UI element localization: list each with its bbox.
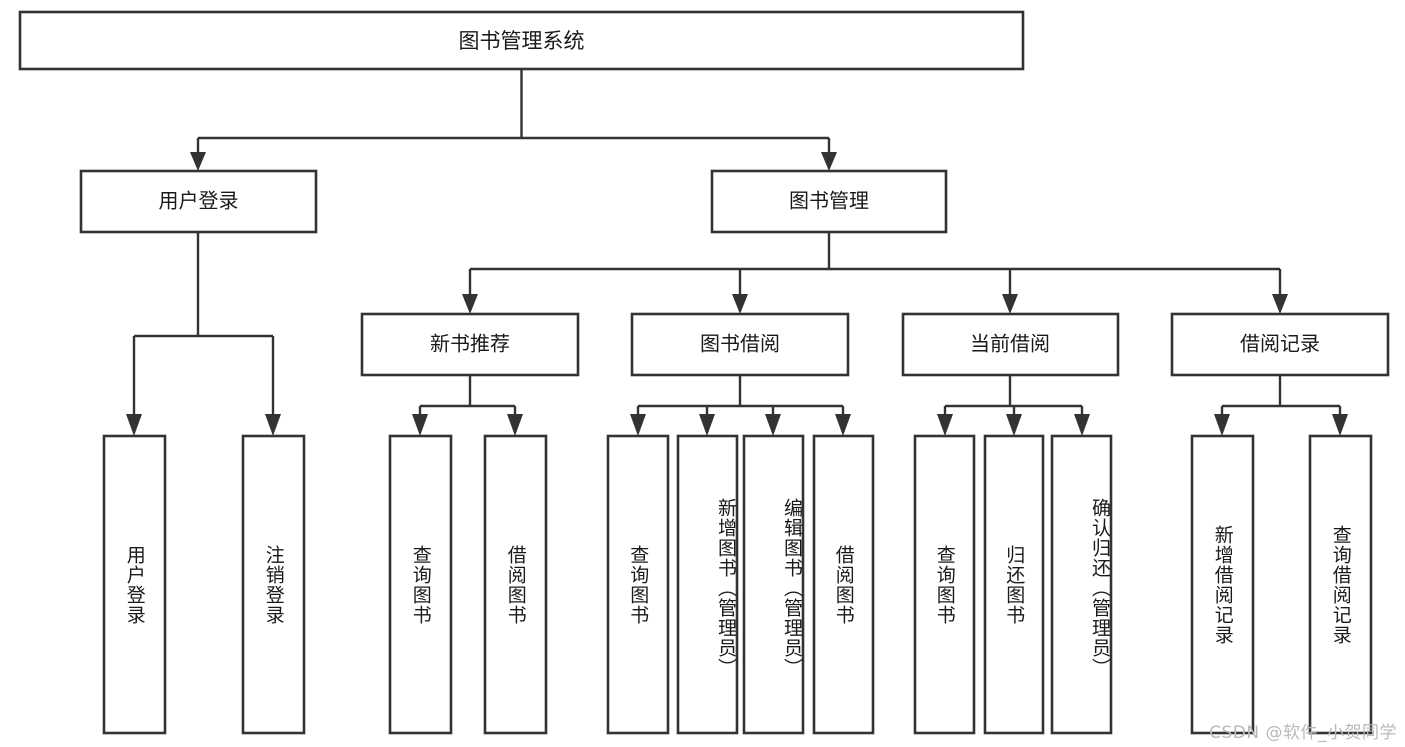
node-new-book-rec-label: 新书推荐 — [430, 332, 510, 356]
node-leaf-query-book-3-rect[interactable] — [913, 434, 976, 735]
node-book-borrow-rect[interactable] — [630, 312, 850, 377]
arrow-leaf-query-book-2 — [630, 414, 646, 436]
node-user-login-label: 用户登录 — [159, 189, 239, 213]
arrow-leaf-query-book-1 — [412, 414, 428, 436]
node-book-manage-rect[interactable] — [710, 169, 948, 234]
node-new-book-rec[interactable]: 新书推荐 — [360, 312, 580, 377]
connector-layer-main — [0, 60, 1405, 436]
arrow-leaf-edit-book — [765, 414, 781, 436]
node-leaf-borrow-book-2-rect[interactable] — [812, 434, 875, 735]
node-new-book-rec-rect[interactable] — [360, 312, 580, 377]
arrow-leaf-confirm-return — [1074, 414, 1090, 436]
node-user-login[interactable]: 用户登录 — [79, 169, 318, 234]
node-leaf-query-book-1-rect[interactable] — [388, 434, 453, 735]
node-leaf-confirm-return-rect[interactable] — [1050, 434, 1113, 735]
node-leaf-user-login-rect[interactable] — [102, 434, 167, 735]
node-leaf-query-book-2-rect[interactable] — [606, 434, 670, 735]
node-leaf-edit-book-rect[interactable] — [742, 434, 805, 735]
node-current-borrow-rect[interactable] — [901, 312, 1120, 377]
arrow-current-borrow — [1002, 294, 1018, 314]
arrow-leaf-add-record — [1214, 414, 1230, 436]
node-borrow-record-label: 借阅记录 — [1240, 332, 1320, 356]
node-book-borrow[interactable]: 图书借阅 — [630, 312, 850, 377]
node-current-borrow-label: 当前借阅 — [970, 332, 1050, 356]
node-current-borrow[interactable]: 当前借阅 — [901, 312, 1120, 377]
node-book-borrow-label: 图书借阅 — [700, 332, 780, 356]
node-borrow-record-rect[interactable] — [1170, 312, 1390, 377]
node-root-label: 图书管理系统 — [459, 29, 585, 53]
node-borrow-record[interactable]: 借阅记录 — [1170, 312, 1390, 377]
arrow-leaf-user-logout — [265, 414, 281, 436]
arrow-leaf-borrow-book-2 — [835, 414, 851, 436]
node-root[interactable]: 图书管理系统 — [18, 10, 1025, 71]
node-leaf-user-logout-rect[interactable] — [241, 434, 306, 735]
csdn-watermark: CSDN @软件_小贺同学 — [1209, 723, 1397, 743]
arrow-leaf-query-book-3 — [937, 414, 953, 436]
arrow-leaf-add-book — [699, 414, 715, 436]
node-root-rect[interactable] — [18, 10, 1025, 71]
arrow-book-borrow — [732, 294, 748, 314]
leaf-rect-layer — [102, 434, 1373, 735]
arrow-borrow-record — [1272, 294, 1288, 314]
node-leaf-borrow-book-1-rect[interactable] — [483, 434, 548, 735]
node-leaf-return-book-rect[interactable] — [983, 434, 1045, 735]
node-user-login-rect[interactable] — [79, 169, 318, 234]
arrow-new-book-rec — [462, 294, 478, 314]
node-leaf-add-record-rect[interactable] — [1190, 434, 1255, 735]
node-leaf-query-record-rect[interactable] — [1308, 434, 1373, 735]
node-leaf-add-book-rect[interactable] — [676, 434, 739, 735]
arrow-book-manage — [821, 152, 837, 171]
arrow-leaf-return-book — [1006, 414, 1022, 436]
arrow-leaf-borrow-book-1 — [507, 414, 523, 436]
arrow-user-login — [190, 152, 206, 171]
arrow-leaf-user-login — [126, 414, 142, 436]
node-book-manage[interactable]: 图书管理 — [710, 169, 948, 234]
arrow-leaf-query-record — [1332, 414, 1348, 436]
node-book-manage-label: 图书管理 — [789, 189, 869, 213]
